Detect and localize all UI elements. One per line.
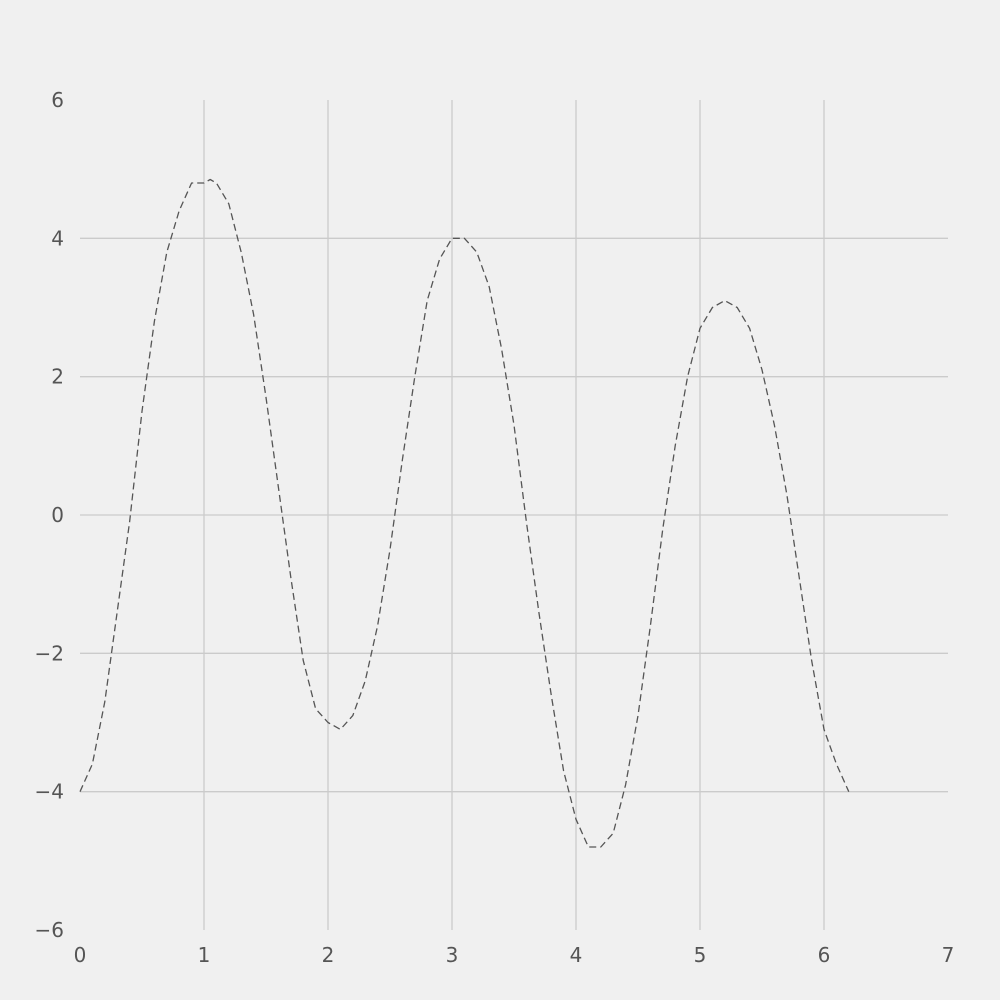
x-tick-label: 4 [570,943,583,967]
x-tick-label: 2 [322,943,335,967]
x-tick-label: 1 [198,943,211,967]
y-tick-label: −6 [35,918,64,942]
x-axis-ticks: 0 1 2 3 4 5 6 7 [74,943,955,967]
y-tick-label: 0 [51,503,64,527]
x-tick-label: 5 [694,943,707,967]
y-tick-label: −4 [35,780,64,804]
y-tick-label: 6 [51,88,64,112]
y-axis-ticks: −6 −4 −2 0 2 4 6 [35,88,64,942]
x-tick-label: 0 [74,943,87,967]
y-tick-label: −2 [35,641,64,665]
y-tick-label: 4 [51,226,64,250]
x-tick-label: 6 [818,943,831,967]
y-tick-label: 2 [51,365,64,389]
series-layer [79,178,850,848]
grid-layer [80,100,948,930]
x-tick-label: 7 [942,943,955,967]
series-line [79,178,850,848]
x-tick-label: 3 [446,943,459,967]
